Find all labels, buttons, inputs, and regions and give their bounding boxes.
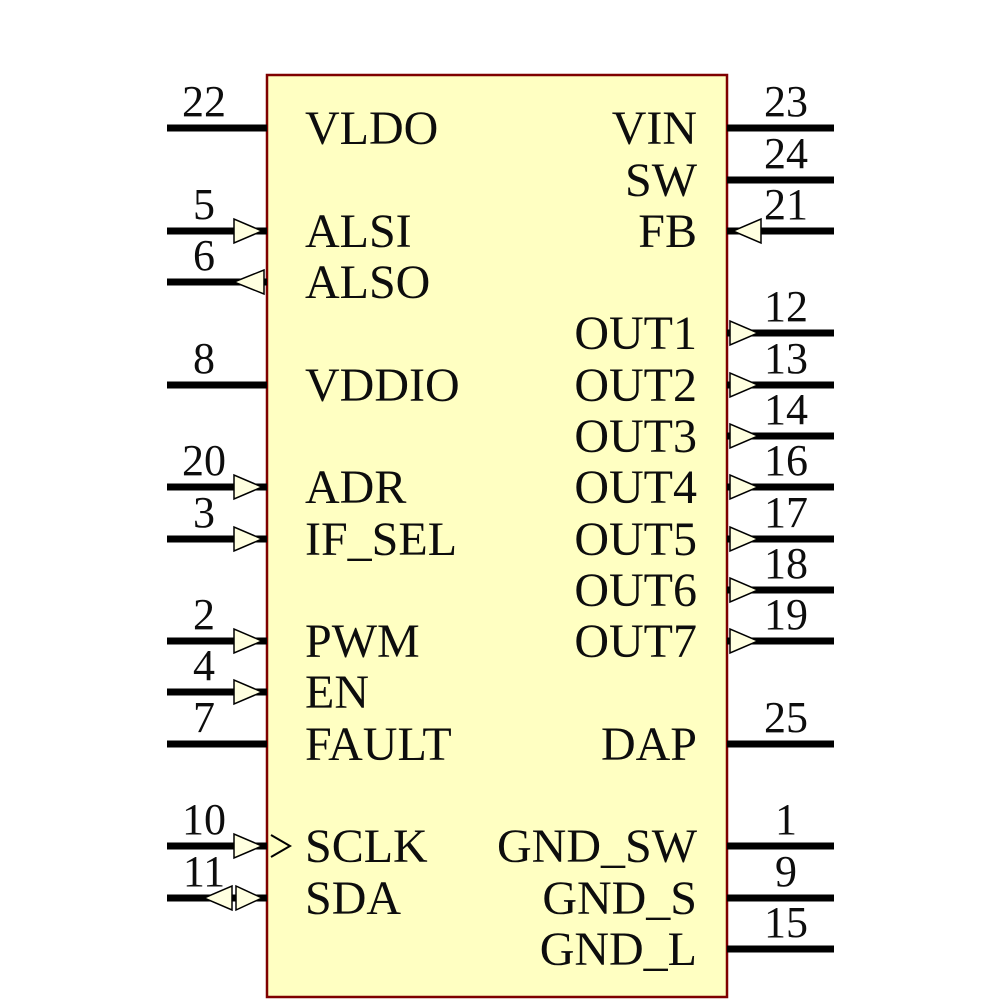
pin-number-15: 15: [764, 898, 808, 947]
pin-number-22: 22: [182, 77, 226, 126]
pin-number-6: 6: [193, 231, 215, 280]
pin-number-3: 3: [193, 488, 215, 537]
input-arrow-icon: [233, 525, 264, 553]
pin-number-13: 13: [764, 334, 808, 383]
pin-label-adr: ADR: [305, 461, 406, 514]
pin-number-7: 7: [193, 693, 215, 742]
pin-number-14: 14: [764, 385, 808, 434]
pin-number-24: 24: [764, 129, 808, 178]
pin-label-sw: SW: [625, 154, 698, 207]
bidir-arrow-left-icon: [202, 884, 233, 912]
pin-label-out5: OUT5: [574, 513, 697, 566]
pin-label-out2: OUT2: [574, 359, 697, 412]
pin-number-8: 8: [193, 334, 215, 383]
pin-number-17: 17: [764, 488, 808, 537]
output-arrow-icon: [231, 268, 265, 296]
pin-label-en: EN: [305, 666, 369, 719]
pin-label-fault: FAULT: [305, 718, 452, 771]
pin-label-also: ALSO: [305, 256, 430, 309]
pin-label-vddio: VDDIO: [305, 359, 460, 412]
pin-label-alsi: ALSI: [305, 205, 412, 258]
pin-label-out7: OUT7: [574, 615, 697, 668]
pin-label-dap: DAP: [601, 718, 697, 771]
pin-label-if-sel: IF_SEL: [305, 513, 457, 566]
input-arrow-icon: [233, 678, 264, 706]
pin-label-pwm: PWM: [305, 615, 420, 668]
pin-label-out4: OUT4: [574, 461, 697, 514]
pin-number-16: 16: [764, 436, 808, 485]
pin-number-9: 9: [775, 847, 797, 896]
pin-number-19: 19: [764, 590, 808, 639]
pin-number-11: 11: [183, 847, 225, 896]
pin-label-sclk: SCLK: [305, 820, 428, 873]
pin-label-vldo: VLDO: [305, 102, 438, 155]
pin-number-2: 2: [193, 590, 215, 639]
pin-label-out1: OUT1: [574, 307, 697, 360]
input-arrow-icon: [233, 217, 264, 245]
pin-label-sda: SDA: [305, 872, 401, 925]
pin-label-out3: OUT3: [574, 410, 697, 463]
pin-number-4: 4: [193, 641, 215, 690]
ic-body[interactable]: [265, 73, 729, 999]
output-arrow-icon: [729, 422, 760, 450]
output-arrow-icon: [729, 319, 760, 347]
pin-if-sel[interactable]: 3IF_SEL: [167, 488, 457, 566]
input-arrow-icon: [233, 627, 264, 655]
pin-number-20: 20: [182, 436, 226, 485]
pin-label-gnd-sw: GND_SW: [497, 820, 698, 873]
output-arrow-icon: [729, 473, 760, 501]
output-arrow-icon: [729, 576, 760, 604]
pin-label-fb: FB: [638, 205, 697, 258]
pin-number-1: 1: [775, 795, 797, 844]
pin-number-5: 5: [193, 180, 215, 229]
pin-number-25: 25: [764, 693, 808, 742]
pin-number-23: 23: [764, 77, 808, 126]
pin-number-10: 10: [182, 795, 226, 844]
pin-label-gnd-l: GND_L: [540, 923, 697, 976]
pin-en[interactable]: 4EN: [167, 641, 369, 719]
pin-label-out6: OUT6: [574, 564, 697, 617]
pin-number-21: 21: [764, 180, 808, 229]
pin-label-vin: VIN: [612, 102, 697, 155]
input-arrow-icon: [731, 217, 762, 245]
input-arrow-icon: [233, 832, 264, 860]
output-arrow-icon: [729, 371, 760, 399]
pin-number-18: 18: [764, 539, 808, 588]
output-arrow-icon: [729, 525, 760, 553]
pin-label-gnd-s: GND_S: [542, 872, 697, 925]
pin-number-12: 12: [764, 282, 808, 331]
input-arrow-icon: [233, 473, 264, 501]
clock-chevron-icon: [270, 834, 292, 858]
bidir-arrow-right-icon: [235, 884, 264, 912]
output-arrow-icon: [729, 627, 760, 655]
